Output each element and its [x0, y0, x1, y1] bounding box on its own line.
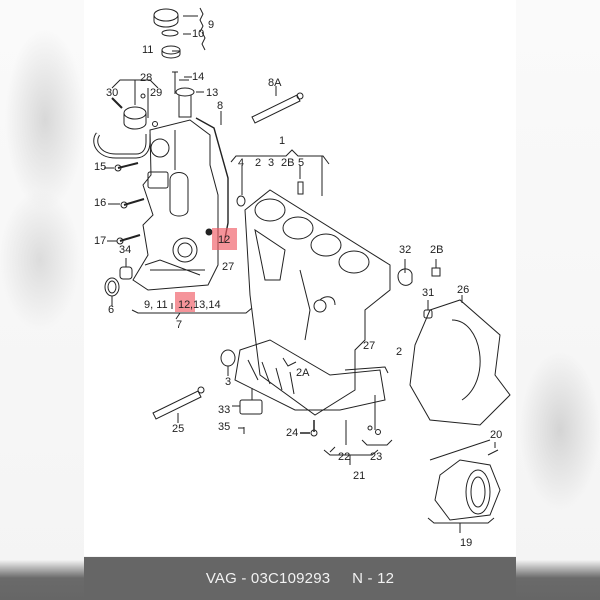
callout-24: 24 — [286, 427, 299, 439]
callout-5: 5 — [298, 157, 305, 169]
sealant-tube-8a-icon — [251, 86, 304, 124]
timing-cover-gasket-icon — [195, 117, 229, 244]
callout-27-left: 27 — [222, 261, 235, 273]
callout-8: 8 — [217, 100, 224, 112]
callout-6: 6 — [108, 304, 115, 316]
callout-28: 28 — [140, 72, 153, 84]
callout-30: 30 — [106, 87, 119, 99]
callout-2b-right: 2B — [430, 244, 444, 256]
caption-spacer — [330, 570, 352, 587]
callout-11: 11 — [142, 44, 154, 56]
callout-7: 7 — [176, 319, 183, 331]
callout-19: 19 — [460, 537, 473, 549]
callout-29: 29 — [150, 87, 163, 99]
adapter-plate-26-icon — [409, 299, 511, 426]
callout-31: 31 — [422, 287, 435, 299]
callout-group-13-14: ,13,14 — [190, 299, 221, 311]
callout-32: 32 — [399, 244, 412, 256]
callout-8a: 8A — [268, 77, 282, 89]
oil-level-sensor-33-icon — [232, 388, 263, 434]
callout-22: 22 — [338, 451, 351, 463]
callout-15: 15 — [94, 161, 107, 173]
highlight-12-timing — [212, 228, 237, 250]
sealant-tube-25-icon — [152, 386, 205, 423]
caption-bar: VAG - 03C109293 N - 12 — [84, 557, 516, 600]
callout-13: 13 — [206, 87, 219, 99]
callout-23: 23 — [370, 451, 383, 463]
callout-16: 16 — [94, 197, 107, 209]
callout-2b-top: 2B — [281, 157, 295, 169]
cylinder-block-icon — [236, 165, 391, 416]
seal-3-icon — [220, 349, 236, 367]
callout-17: 17 — [94, 235, 107, 247]
callout-2: 2 — [396, 346, 403, 358]
callout-2-top: 2 — [255, 157, 262, 169]
rear-seal-flange-icon — [427, 439, 501, 533]
callout-12-timing: 12 — [218, 234, 231, 246]
oil-filler-cap-icon — [153, 7, 206, 59]
part-number-text: VAG - 03C109293 — [205, 570, 331, 587]
callout-10: 10 — [192, 28, 205, 40]
cover-32-icon — [397, 268, 413, 286]
callout-3: 3 — [225, 376, 232, 388]
callout-9: 9 — [208, 19, 215, 31]
callout-group-9-11: 9, 11 — [144, 299, 168, 311]
callout-27-right: 27 — [363, 340, 376, 352]
callout-2a: 2A — [296, 367, 310, 379]
crankcase-breather-icon — [111, 79, 159, 130]
dipstick-tube-icon — [172, 71, 204, 118]
callout-4: 4 — [238, 157, 245, 169]
callout-20: 20 — [490, 429, 503, 441]
callout-14: 14 — [192, 71, 205, 83]
sleeve-34-icon — [119, 266, 133, 280]
callout-group-12: 12 — [178, 299, 191, 311]
callout-1: 1 — [279, 135, 286, 147]
callout-3-top: 3 — [268, 157, 275, 169]
bolt-icon — [104, 162, 145, 245]
callout-34: 34 — [119, 244, 132, 256]
callout-26: 26 — [457, 284, 470, 296]
oil-pan-icon — [234, 339, 389, 411]
callout-33: 33 — [218, 404, 231, 416]
position-text: N - 12 — [352, 570, 395, 587]
callout-25: 25 — [172, 423, 185, 435]
callout-21: 21 — [353, 470, 366, 482]
highlight-12-group — [175, 292, 195, 312]
timing-cover-icon — [132, 119, 219, 291]
callout-35: 35 — [218, 421, 231, 433]
plug-2b-icon — [431, 267, 441, 277]
